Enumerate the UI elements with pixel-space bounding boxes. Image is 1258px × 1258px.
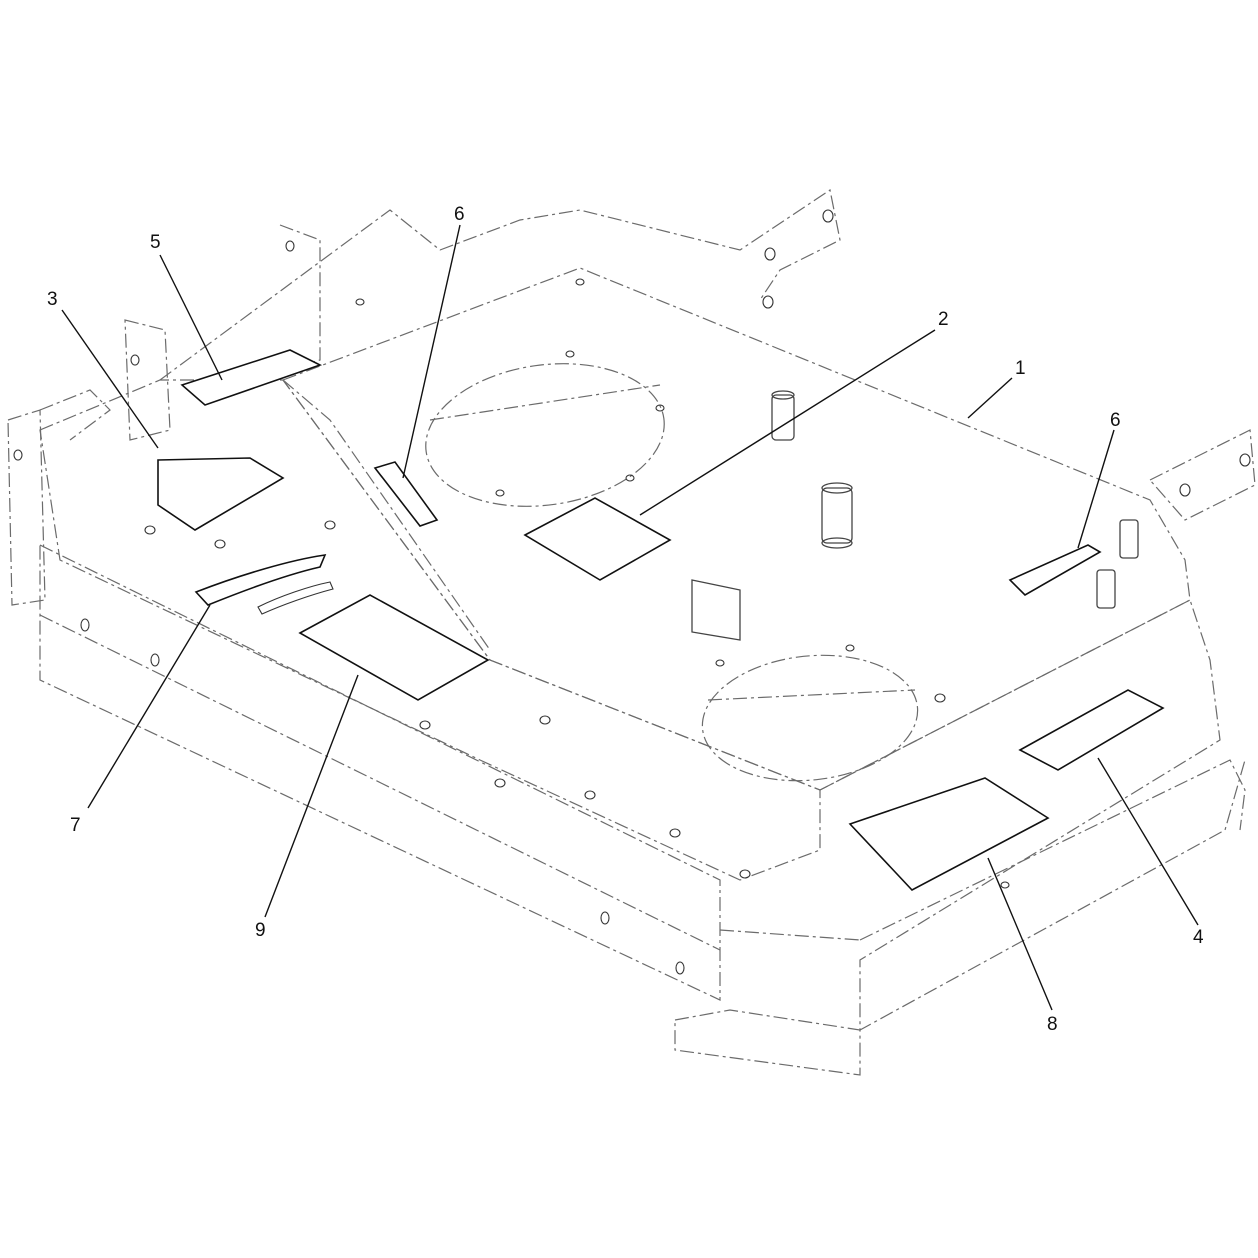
callout-8: 8 <box>1047 1014 1058 1035</box>
leader-4 <box>1097 757 1199 926</box>
callout-6-right: 6 <box>1110 410 1121 431</box>
callout-3: 3 <box>47 289 58 310</box>
leader-7 <box>87 604 211 809</box>
deck-outline <box>7 189 1256 1076</box>
leader-6a <box>402 224 461 479</box>
leader-9 <box>264 674 359 918</box>
decal-9 <box>298 594 490 701</box>
callout-2: 2 <box>938 309 949 330</box>
leader-8 <box>987 857 1053 1011</box>
callout-1: 1 <box>1015 358 1026 379</box>
deck-holes <box>13 209 1251 975</box>
decal-8 <box>848 777 1050 891</box>
callout-9: 9 <box>255 920 266 941</box>
callout-labels: 1 2 3 4 5 6 6 7 8 9 <box>47 204 1204 1035</box>
decal-7 <box>194 554 327 606</box>
callout-4: 4 <box>1193 927 1204 948</box>
callout-5: 5 <box>150 232 161 253</box>
leader-5 <box>159 254 223 381</box>
leader-lines <box>61 224 1199 1011</box>
decals <box>157 349 1165 891</box>
spindle-hardware <box>691 390 1139 641</box>
leader-1 <box>967 377 1013 419</box>
decal-5 <box>180 349 323 406</box>
decal-6-upper <box>373 461 439 527</box>
leader-2 <box>639 329 936 516</box>
leader-3 <box>61 309 159 449</box>
decal-6-right <box>1008 544 1102 596</box>
decal-3 <box>157 457 285 531</box>
decal-4 <box>1018 689 1165 771</box>
leader-6b <box>1077 429 1115 549</box>
decal-2 <box>523 497 672 581</box>
blade-openings <box>425 363 919 782</box>
callout-6-upper: 6 <box>454 204 465 225</box>
callout-7: 7 <box>70 815 81 836</box>
